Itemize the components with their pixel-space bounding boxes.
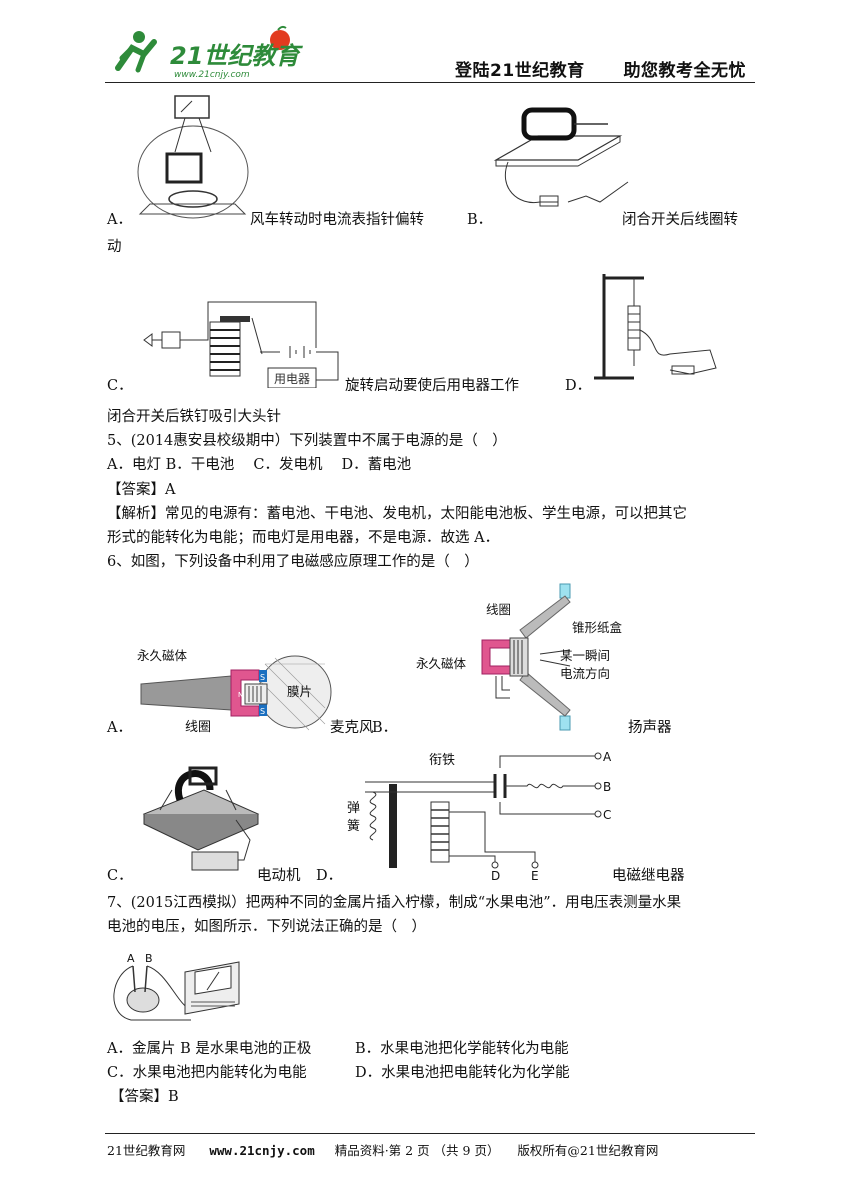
figure-motor xyxy=(140,750,260,878)
logo-url: www.21cnjy.com xyxy=(174,70,250,80)
figure-coil-motor xyxy=(488,98,638,214)
relay-terminal-c: C xyxy=(603,808,611,822)
q6-option-a-label: A． xyxy=(107,720,132,736)
figure-loudspeaker: 线圈 锥形纸盒 永久磁体 某一瞬间 电流方向 xyxy=(410,580,660,740)
header-slogan-right: 助您教考全无忧 xyxy=(623,61,747,81)
q7-stem-line1: 7、(2015江西模拟）把两种不同的金属片插入柠檬，制成“水果电池”．用电压表测… xyxy=(107,895,682,911)
q6-option-b-label: B． xyxy=(372,720,398,736)
q4-option-c-text: 旋转启动要使后用电器工作 xyxy=(345,378,519,394)
relay-terminal-b: B xyxy=(603,780,611,794)
fruit-electrode-a: A xyxy=(127,952,135,965)
mic-coil-label: 线圈 xyxy=(185,720,212,735)
relay-terminal-a: A xyxy=(603,752,612,764)
mic-magnet-label: 永久磁体 xyxy=(137,648,188,663)
q6-option-c-text: 电动机 xyxy=(257,868,301,884)
q5-analysis-line1: 【解析】常见的电源有：蓄电池、干电池、发电机，太阳能电池板、学生电源，可以把其它 xyxy=(107,506,687,522)
spk-current-label-1: 某一瞬间 xyxy=(560,648,610,663)
figure-ignition-circuit: 用电器 xyxy=(140,296,345,389)
q5-answer: 【答案】A xyxy=(107,482,176,498)
relay-terminal-d: D xyxy=(491,869,500,880)
q5-analysis-line2: 形式的能转化为电能；而电灯是用电器，不是电源．故选 A． xyxy=(107,530,500,546)
q6-option-d-label: D． xyxy=(316,868,343,884)
footer-divider xyxy=(105,1133,755,1134)
mic-n-mid: N xyxy=(238,691,243,699)
figure-fruit-battery: A B xyxy=(107,944,247,1026)
fruit-electrode-b: B xyxy=(145,952,153,965)
q4-option-d-text: 闭合开关后铁钉吸引大头针 xyxy=(107,409,281,425)
header-divider xyxy=(105,82,755,83)
spk-cone-label: 锥形纸盒 xyxy=(572,620,623,635)
q7-answer: 【答案】B xyxy=(110,1089,179,1105)
q7-option-a: A．金属片 B 是水果电池的正极 xyxy=(107,1041,312,1057)
relay-armature-label: 衔铁 xyxy=(429,753,455,768)
mic-s-bottom: S xyxy=(260,707,265,716)
logo-text: 21世纪教育 xyxy=(170,42,303,70)
q6-option-b-text: 扬声器 xyxy=(628,720,672,736)
q6-stem: 6、如图，下列设备中利用了电磁感应原理工作的是（ ） xyxy=(107,554,479,570)
q5-options: A．电灯 B．干电池 C．发电机 D．蓄电池 xyxy=(107,457,412,473)
spk-magnet-label: 永久磁体 xyxy=(416,656,467,671)
q4-option-b-text: 闭合开关后线圈转 xyxy=(622,212,738,228)
figure-c-device-label: 用电器 xyxy=(274,372,310,386)
q4-option-c-label: C． xyxy=(107,378,133,394)
spk-coil-label: 线圈 xyxy=(486,602,511,617)
q7-option-c: C．水果电池把内能转化为电能 xyxy=(107,1065,307,1081)
q4-option-a: A． xyxy=(107,210,132,230)
figure-electromagnet-stand xyxy=(590,270,720,386)
spk-current-label-2: 电流方向 xyxy=(560,666,610,681)
figure-microphone: 永久磁体 膜片 S S N xyxy=(135,640,335,736)
footer-left: 21世纪教育网 xyxy=(107,1143,186,1158)
q4-option-b-text-cont: 动 xyxy=(107,239,122,255)
q7-option-b: B．水果电池把化学能转化为电能 xyxy=(355,1041,569,1057)
q7-stem-line2: 电池的电压，如图所示．下列说法正确的是（ ） xyxy=(107,919,426,935)
q6-option-a-text: 麦克风 xyxy=(330,720,374,736)
header-slogan-left: 登陆21世纪教育 xyxy=(455,61,585,81)
header-slogan: 登陆21世纪教育 助您教考全无忧 xyxy=(455,56,746,81)
relay-spring-label-2: 簧 xyxy=(347,818,360,834)
q4-option-a-text: 风车转动时电流表指针偏转 xyxy=(250,212,424,228)
q4-option-a-label: A． xyxy=(107,212,132,228)
page-footer: 21世纪教育网 www.21cnjy.com 精品资料·第 2 页 （共 9 页… xyxy=(107,1140,658,1159)
footer-page-info: 精品资料·第 2 页 （共 9 页） xyxy=(334,1143,500,1158)
mic-diaphragm-label: 膜片 xyxy=(287,684,312,699)
figure-relay: 衔铁 弹 簧 A B C D E xyxy=(345,750,615,883)
site-logo: 21世纪教育 www.21cnjy.com xyxy=(108,24,308,80)
q7-option-d: D．水果电池把电能转化为化学能 xyxy=(355,1065,570,1081)
q6-option-c-label: C． xyxy=(107,868,133,884)
relay-spring-label-1: 弹 xyxy=(347,801,360,816)
relay-terminal-e: E xyxy=(531,869,539,880)
mic-s-top: S xyxy=(260,673,265,682)
footer-url[interactable]: www.21cnjy.com xyxy=(209,1143,315,1158)
figure-windmill-ammeter xyxy=(135,92,255,220)
q4-option-b-label: B． xyxy=(467,212,493,228)
footer-copyright: 版权所有@21世纪教育网 xyxy=(517,1143,659,1158)
q4-option-d-label: D． xyxy=(565,378,592,394)
q6-option-d-text: 电磁继电器 xyxy=(612,868,685,884)
q5-stem: 5、(2014惠安县校级期中）下列装置中不属于电源的是（ ） xyxy=(107,433,507,449)
